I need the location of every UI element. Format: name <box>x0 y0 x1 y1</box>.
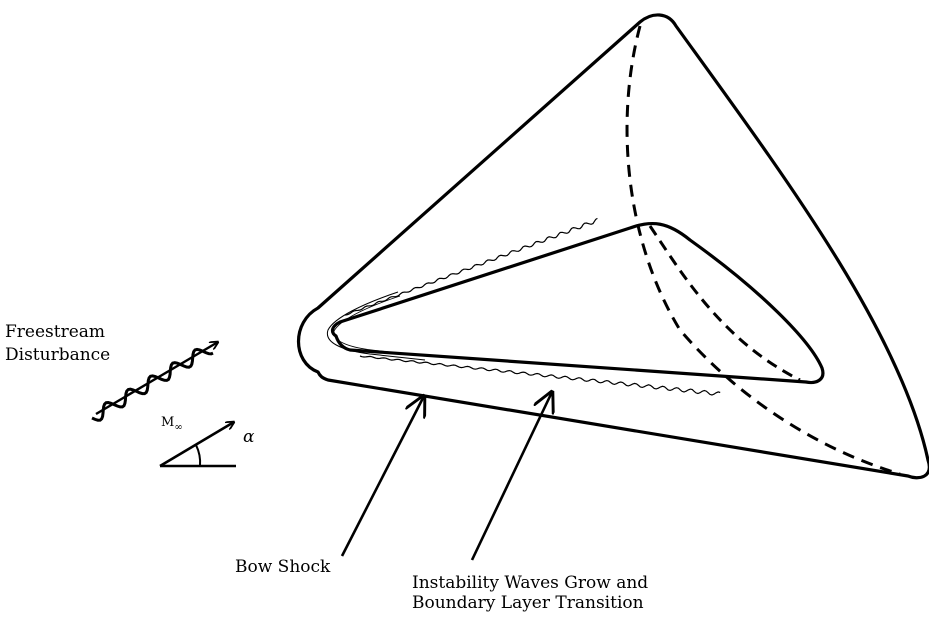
freestream-label-line1: Freestream <box>5 322 105 342</box>
freestream-arrow-axis <box>95 342 218 416</box>
instability-pointer-arrow <box>470 392 552 561</box>
mach-label: M∞ <box>161 415 183 433</box>
freestream-label-line2: Disturbance <box>5 345 110 365</box>
boundary-layer-edge-inner <box>333 295 427 357</box>
alpha-label: α <box>243 427 255 447</box>
boundary-layer-edge <box>326 291 426 361</box>
upper-instability-wave <box>344 217 598 316</box>
mach-subscript: ∞ <box>174 422 182 433</box>
freestream-wave <box>91 347 214 422</box>
bow-shock-label: Bow Shock <box>235 557 331 577</box>
instability-label-line2: Boundary Layer Transition <box>412 593 644 613</box>
instability-label-line1: Instability Waves Grow and <box>412 573 648 593</box>
lower-instability-wave <box>359 355 721 396</box>
bow-shock-base-dashed <box>625 25 901 476</box>
bow-shock-outline <box>296 13 929 480</box>
wing-base-dashed <box>648 225 801 382</box>
mach-symbol: M <box>161 415 174 430</box>
bow-shock-pointer-arrow <box>340 396 424 557</box>
angle-arc <box>195 444 202 467</box>
mach-vector-arrow <box>159 422 234 468</box>
delta-wing-body <box>330 221 825 385</box>
